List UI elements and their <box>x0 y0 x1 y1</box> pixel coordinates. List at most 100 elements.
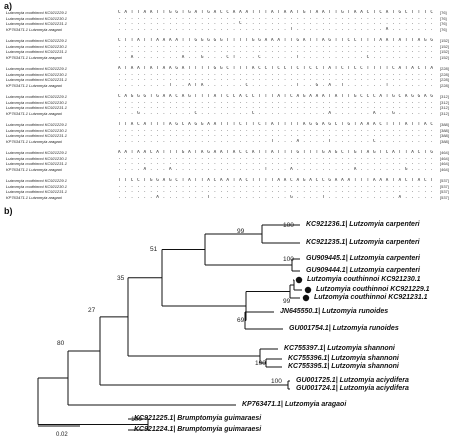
sequence-label: Lutzomyia couthinnoi KC921229.1 <box>6 122 67 127</box>
taxon-label: KC921235.1| Lutzomyia carpenteri <box>306 239 420 246</box>
taxon-label: GU001725.1| Lutzomyia aciydifera <box>296 377 409 384</box>
taxon-label: KC921236.1| Lutzomyia carpenteri <box>306 221 420 228</box>
alignment-row: KP763471.1 Lutzomyia aragaoi . . . . A . … <box>6 167 461 173</box>
taxon-label: GU909445.1| Lutzomyia carpenteri <box>306 255 421 262</box>
sequence-residues: . . . . A . . . A . . . . . . . . . . . … <box>118 166 436 172</box>
sequence-position: [464] <box>440 161 449 167</box>
sequence-label: KP763471.1 Lutzomyia aragaoi <box>6 166 62 172</box>
sequence-position: [312] <box>440 94 449 99</box>
sequence-position: [537] <box>440 178 449 183</box>
sequence-position: [228] <box>440 71 449 77</box>
taxon-label: KC755397.1| Lutzomyia shannoni <box>284 345 395 352</box>
sequence-position: [388] <box>440 122 449 127</box>
sequence-label: Lutzomyia couthinnoi KC921231.1 <box>6 21 67 27</box>
sequence-position: [464] <box>440 150 449 155</box>
sequence-residues: . . . . . . . . . . . . . . . . . . . . … <box>118 155 436 161</box>
alignment-row: Lutzomyia couthinnoi KC921230.1 . . . . .… <box>6 128 461 134</box>
sequence-residues: . . . . . . . . . . . . . . . . . . . . … <box>118 99 436 105</box>
alignment-block: Lutzomyia couthinnoi KC921229.1 A A T A A… <box>6 150 461 174</box>
sequence-label: KP763471.1 Lutzomyia aragaoi <box>6 54 62 60</box>
taxon-label: GU909444.1| Lutzomyia carpenteri <box>306 267 421 274</box>
bootstrap-value: 69 <box>237 317 245 324</box>
sequence-label: KP763471.1 Lutzomyia aragaoi <box>6 26 62 32</box>
sequence-residues: . . . . . . . . . . . . . . . . . . . . … <box>118 161 436 167</box>
alignment-row: Lutzomyia couthinnoi KC921229.1 C A G G G… <box>6 94 461 100</box>
bootstrap-value: 27 <box>88 307 96 314</box>
alignment-row: KP763471.1 Lutzomyia aragaoi . . . . . . … <box>6 139 461 145</box>
sequence-position: [228] <box>440 66 449 71</box>
sequence-label: Lutzomyia couthinnoi KC921231.1 <box>6 189 67 195</box>
sequence-residues: . . . . . . . . . . . . . . . . . . . . … <box>118 189 436 195</box>
alignment-row: Lutzomyia couthinnoi KC921230.1. . . . .… <box>6 44 461 50</box>
alignment-row: Lutzomyia couthinnoi KC921231.1 . . . . .… <box>6 21 461 27</box>
sequence-label: Lutzomyia couthinnoi KC921230.1 <box>6 155 67 161</box>
taxon-label: KC755396.1| Lutzomyia shannoni <box>288 355 399 362</box>
alignment-row: Lutzomyia couthinnoi KC921230.1. . . . .… <box>6 184 461 190</box>
taxon-label: Lutzomyia couthinnoi KC921230.1 <box>307 276 421 283</box>
panel-b-label: b) <box>4 206 13 216</box>
sequence-position: [152] <box>440 54 449 60</box>
sequence-label: Lutzomyia couthinnoi KC921229.1 <box>6 150 67 155</box>
alignment-row: Lutzomyia couthinnoi KC921231.1. . . . .… <box>6 133 461 139</box>
sequence-residues: . . . . . . A . . . . . . . T . . . . . … <box>118 194 436 200</box>
taxon-marker <box>302 294 310 302</box>
scale-bar-label: 0.02 <box>56 432 68 438</box>
sequence-position: [76] <box>440 15 447 21</box>
taxon-label: KC921224.1| Brumptomyia guimaraesi <box>134 426 262 433</box>
sequence-position: [464] <box>440 166 449 172</box>
taxon-label: KC921225.1| Brumptomyia guimaraesi <box>134 415 262 422</box>
sequence-label: Lutzomyia couthinnoi KC921231.1 <box>6 77 67 83</box>
taxon-label: KC755395.1| Lutzomyia shannoni <box>288 363 399 370</box>
sequence-position: [388] <box>440 127 449 133</box>
sequence-residues: . . . . . . . . . . . . . . . . . . . . … <box>118 71 436 77</box>
sequence-position: [76] <box>440 26 447 32</box>
taxon-label: Lutzomyia couthinnoi KC921229.1 <box>316 286 430 293</box>
sequence-residues: . . . . . . . . . . . . . . . . . . . C … <box>118 21 436 27</box>
alignment-row: Lutzomyia couthinnoi KC921230.1. . . . .… <box>6 72 461 78</box>
sequence-label: Lutzomyia couthinnoi KC921229.1 <box>6 10 67 15</box>
taxon-label: Lutzomyia couthinnoi KC921231.1 <box>314 294 428 301</box>
alignment-row: KP763471.1 Lutzomyia aragaoi . . . . . . … <box>6 83 461 89</box>
bootstrap-value: 80 <box>57 340 65 347</box>
sequence-label: Lutzomyia couthinnoi KC921230.1 <box>6 127 67 133</box>
sequence-label: KP763471.1 Lutzomyia aragaoi <box>6 82 62 88</box>
taxon-label: GU001754.1| Lutzomyia runoides <box>289 325 399 332</box>
bootstrap-value: 99 <box>283 298 291 305</box>
bootstrap-value: 100 <box>255 360 266 367</box>
sequence-residues: C A G G G T G A A C A G T T T A T C C A … <box>118 94 436 99</box>
sequence-position: [152] <box>440 49 449 55</box>
sequence-position: [76] <box>440 21 447 27</box>
sequence-residues: A A T A A C A T T T G A T A G A A T A C … <box>118 150 436 155</box>
sequence-position: [312] <box>440 99 449 105</box>
taxon-label: GU001724.1| Lutzomyia aciydifera <box>296 385 409 392</box>
sequence-residues: . . . . . . . . T . . A T A . . . . . . … <box>118 82 436 88</box>
sequence-label: Lutzomyia couthinnoi KC921231.1 <box>6 133 67 139</box>
alignment-row: Lutzomyia couthinnoi KC921229.1 A A T A A… <box>6 150 461 156</box>
alignment-row: Lutzomyia couthinnoi KC921230.1 . . . . .… <box>6 156 461 162</box>
sequence-residues: . . . . . . . . . . . . . . . . . . . . … <box>118 26 436 32</box>
sequence-position: [537] <box>440 189 449 195</box>
sequence-residues: A T A A T A T A A G A T T T T G G C T T … <box>118 66 436 71</box>
sequence-label: Lutzomyia couthinnoi KC921229.1 <box>6 94 67 99</box>
sequence-residues: . . . . . . . . . . . . . . . . . . . . … <box>118 127 436 133</box>
sequence-residues: C A T T A A T T G G T G A T G A C C A A … <box>118 10 436 15</box>
sequence-position: [312] <box>440 110 449 116</box>
alignment-row: KP763471.1 Lutzomyia aragaoi. . . . . . … <box>6 195 461 201</box>
sequence-residues: . . . G . . . . . . . . C . . . . . . . … <box>118 110 436 116</box>
sequence-label: Lutzomyia couthinnoi KC921230.1 <box>6 43 67 49</box>
alignment-row: Lutzomyia couthinnoi KC921231.1. . . . .… <box>6 77 461 83</box>
sequence-label: Lutzomyia couthinnoi KC921229.1 <box>6 66 67 71</box>
alignment-row: Lutzomyia couthinnoi KC921231.1. . . . .… <box>6 105 461 111</box>
alignment-row: KP763471.1 Lutzomyia aragaoi. . A . . . … <box>6 55 461 61</box>
sequence-label: KP763471.1 Lutzomyia aragaoi <box>6 138 62 144</box>
sequence-residues: . . . . . . . . . . . . . . . . . . . . … <box>118 138 436 144</box>
sequence-residues: C T T A T T A A A A T T G G G G G T T T … <box>118 38 436 43</box>
alignment-row: Lutzomyia couthinnoi KC921231.1. . . . .… <box>6 161 461 167</box>
sequence-label: Lutzomyia couthinnoi KC921231.1 <box>6 105 67 111</box>
sequence-label: Lutzomyia couthinnoi KC921231.1 <box>6 49 67 55</box>
alignment-row: Lutzomyia couthinnoi KC921231.1 . . . . .… <box>6 189 461 195</box>
sequence-label: KP763471.1 Lutzomyia aragaoi <box>6 110 62 116</box>
